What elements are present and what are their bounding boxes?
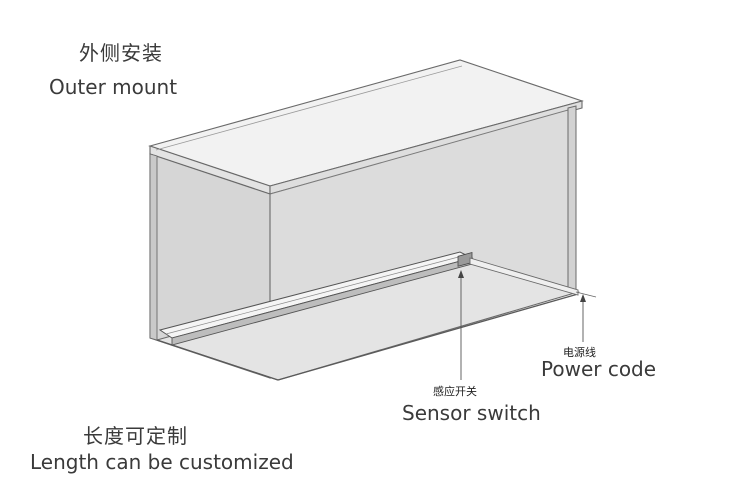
outer-mount-title-cn: 外侧安装 — [79, 41, 163, 65]
cabinet-top-right-edge — [269, 100, 583, 195]
sensor-switch-block — [457, 252, 473, 267]
sensor-switch-label-en: Sensor switch — [402, 401, 541, 425]
power-cord-rail — [469, 257, 579, 296]
power-leader-arrow — [580, 294, 586, 302]
sensor-leader-arrow — [458, 270, 464, 278]
length-custom-title-cn: 长度可定制 — [83, 424, 188, 448]
cabinet-right-side — [567, 105, 577, 295]
power-code-label-cn: 电源线 — [563, 346, 596, 359]
sensor-switch-label-cn: 感应开关 — [433, 385, 477, 398]
outer-mount-title-en: Outer mount — [49, 75, 178, 99]
power-code-label-en: Power code — [541, 357, 657, 381]
cabinet-left-panel-edge — [149, 153, 158, 341]
length-custom-title-en: Length can be customized — [30, 450, 294, 474]
